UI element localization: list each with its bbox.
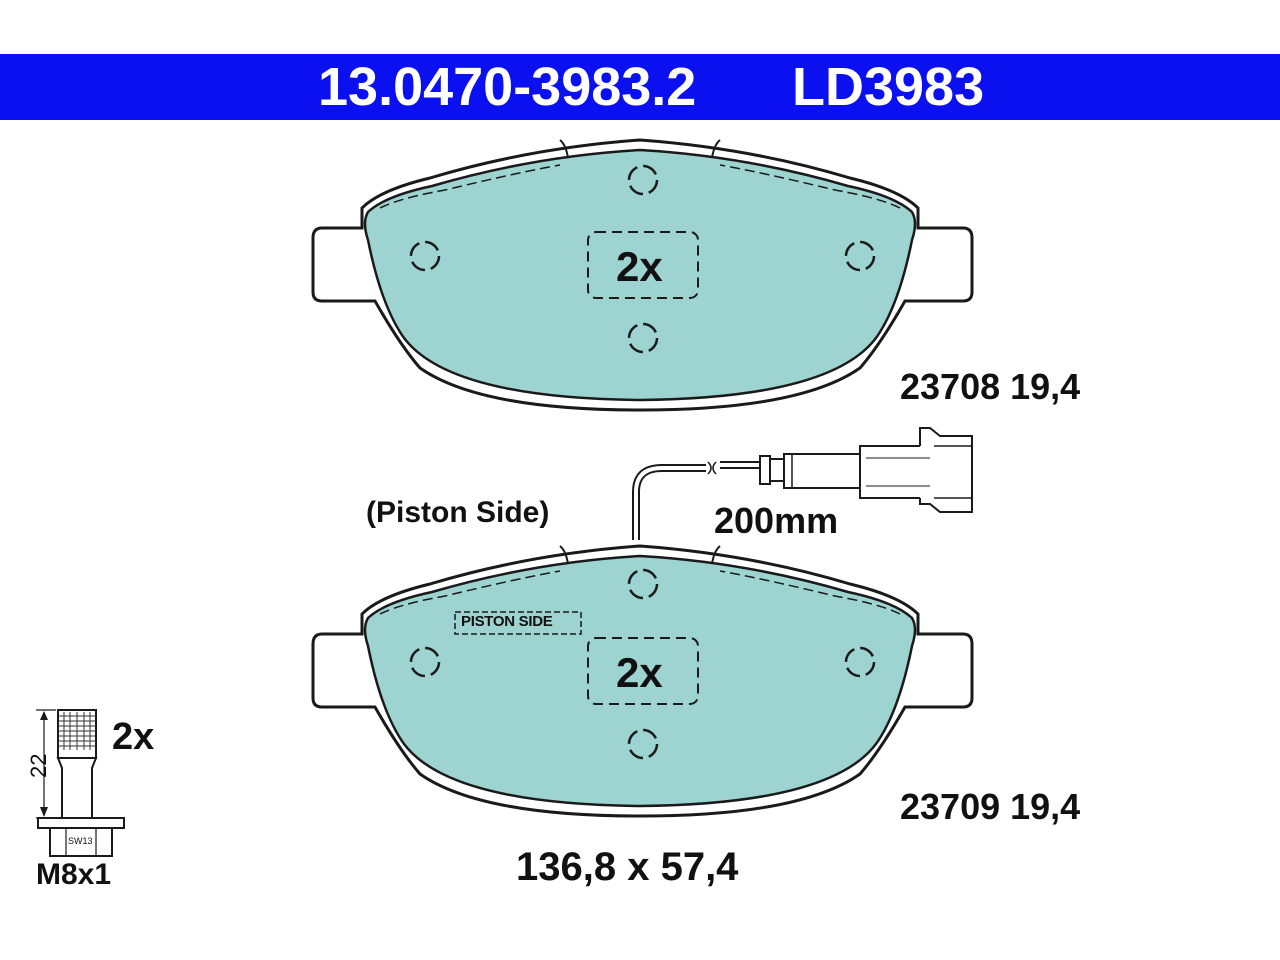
piston-side-label: (Piston Side) — [366, 496, 550, 529]
bolt-wrench-size: SW13 — [68, 836, 93, 846]
top-pad-multiplier: 2x — [616, 243, 663, 290]
sensor-length: 200mm — [714, 500, 839, 541]
part-number: 13.0470-3983.2 — [318, 57, 697, 117]
piston-side-stamp-box — [454, 611, 582, 635]
wear-sensor — [632, 427, 973, 540]
bottom-brake-pad — [311, 544, 974, 818]
bottom-pad-spec: 23709 19,4 — [900, 786, 1081, 827]
bolt-length: 22 — [26, 753, 51, 778]
top-pad-spec: 23708 19,4 — [900, 366, 1081, 407]
bolt-quantity: 2x — [112, 716, 155, 758]
piston-side-stamp: PISTON SIDE — [461, 613, 553, 630]
header-bar — [0, 54, 1280, 120]
ld-number: LD3983 — [792, 57, 985, 117]
mounting-bolt — [36, 709, 125, 857]
bolt-thread: M8x1 — [36, 858, 112, 891]
bottom-pad-multiplier: 2x — [616, 649, 663, 696]
pad-dimensions: 136,8 x 57,4 — [516, 845, 739, 889]
